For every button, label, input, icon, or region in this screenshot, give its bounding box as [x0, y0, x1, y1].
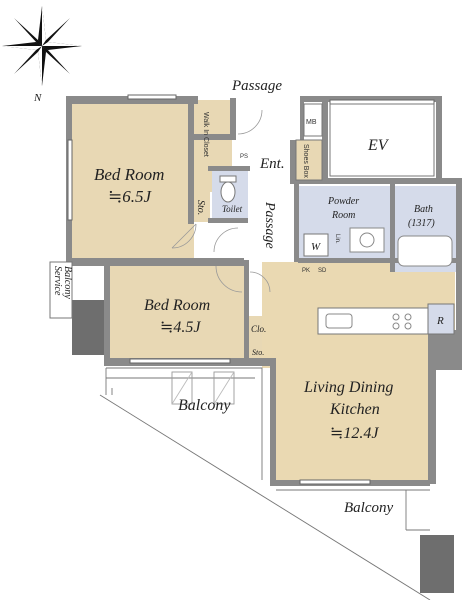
bedroom-2-floor: [106, 266, 248, 360]
ldk-label-1: Living Dining: [303, 379, 393, 396]
passage-top-label: Passage: [231, 78, 282, 94]
bath-label: Bath: [414, 204, 433, 215]
north-label: N: [33, 92, 42, 104]
service-balcony-label-2: Balcony: [62, 266, 73, 299]
washbasin: [349, 227, 385, 253]
balcony-left-label: Balcony: [178, 397, 231, 414]
ps-label: PS: [240, 154, 248, 160]
toilet-label: Toilet: [222, 204, 243, 214]
washbasin-bowl: [359, 232, 375, 248]
shoes-box-label: Shoes Box: [302, 144, 309, 178]
balcony-left: [99, 367, 431, 600]
passage-mid-label: Passage: [262, 201, 277, 249]
bedroom-1-name: Bed Room: [94, 165, 164, 184]
sto-a-label: Sto.: [195, 200, 206, 215]
powder-room-label-1: Powder: [327, 196, 359, 207]
service-balcony-box: [49, 261, 73, 319]
kitchen-counter: [317, 303, 455, 335]
shoes-box: [295, 139, 323, 181]
bedroom-1-floor: [70, 98, 194, 260]
bath-tub: [397, 235, 453, 267]
linen-label: Lin.: [334, 234, 340, 244]
windows: [67, 94, 435, 485]
door-swings: [171, 109, 271, 293]
balcony-bottom: [276, 489, 430, 531]
washer-box: [303, 233, 329, 257]
sto-a-floor: [194, 192, 210, 222]
balcony-bottom-label: Balcony: [344, 500, 393, 516]
walk-in-closet-label: Walk In Closet: [202, 112, 209, 157]
mb-label: MB: [306, 119, 317, 126]
ev-box: [329, 103, 435, 177]
toilet-fixture-icon: [219, 175, 237, 203]
entrance-label: Ent.: [259, 156, 285, 172]
sd-label: SD: [318, 268, 327, 274]
refrigerator-label: R: [436, 315, 444, 327]
ldk-floor: [262, 262, 455, 482]
pk-label: PK: [302, 268, 310, 274]
mb-box: [303, 103, 323, 137]
clo-label: Clo.: [251, 324, 266, 334]
bedroom-1-size: ≒6.5J: [108, 187, 152, 206]
ldk-label-2: Kitchen: [329, 401, 380, 418]
compass-rose-icon: [2, 6, 82, 86]
bath-size-label: (1317): [408, 218, 435, 229]
powder-room-label-2: Room: [331, 210, 355, 221]
ev-label: EV: [367, 137, 390, 154]
bedroom-2-size: ≒4.5J: [160, 319, 201, 336]
service-balcony-label: Service: [52, 266, 63, 296]
bedroom-2-name: Bed Room: [144, 297, 210, 314]
ldk-size: ≒12.4J: [330, 425, 379, 442]
sto-b-label: Sto.: [252, 348, 264, 357]
washer-label: W: [311, 241, 321, 253]
